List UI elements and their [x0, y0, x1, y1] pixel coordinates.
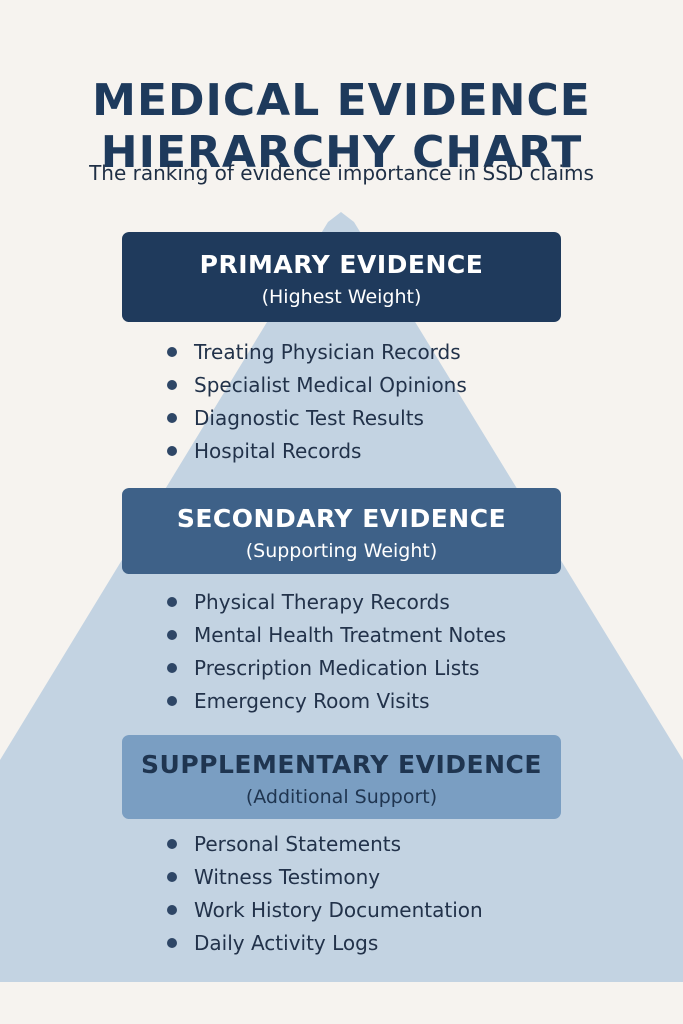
- list-item: Hospital Records: [166, 435, 467, 468]
- list-item-label: Prescription Medication Lists: [194, 656, 480, 680]
- bullet-icon: [167, 597, 177, 607]
- primary-evidence-list: Treating Physician Records Specialist Me…: [166, 336, 467, 468]
- list-item-label: Witness Testimony: [194, 865, 381, 889]
- list-item-label: Physical Therapy Records: [194, 590, 450, 614]
- list-item-label: Specialist Medical Opinions: [194, 373, 467, 397]
- supplementary-evidence-list: Personal Statements Witness Testimony Wo…: [166, 828, 483, 960]
- bullet-icon: [167, 839, 177, 849]
- list-item-label: Mental Health Treatment Notes: [194, 623, 507, 647]
- page-title-line-1: MEDICAL EVIDENCE: [92, 75, 591, 127]
- supplementary-evidence-box: SUPPLEMENTARY EVIDENCE (Additional Suppo…: [122, 735, 561, 819]
- list-item: Work History Documentation: [166, 894, 483, 927]
- bullet-icon: [167, 872, 177, 882]
- list-item: Specialist Medical Opinions: [166, 369, 467, 402]
- list-item: Mental Health Treatment Notes: [166, 619, 506, 652]
- bullet-icon: [167, 905, 177, 915]
- list-item-label: Work History Documentation: [194, 898, 483, 922]
- list-item: Witness Testimony: [166, 861, 483, 894]
- list-item-label: Daily Activity Logs: [194, 931, 379, 955]
- list-item-label: Diagnostic Test Results: [194, 406, 424, 430]
- list-item: Treating Physician Records: [166, 336, 467, 369]
- bullet-icon: [167, 696, 177, 706]
- bullet-icon: [167, 630, 177, 640]
- list-item: Emergency Room Visits: [166, 685, 506, 718]
- page-subtitle: The ranking of evidence importance in SS…: [89, 161, 594, 185]
- list-item: Physical Therapy Records: [166, 586, 506, 619]
- tier-weight: (Supporting Weight): [245, 540, 438, 562]
- list-item: Prescription Medication Lists: [166, 652, 506, 685]
- bullet-icon: [167, 446, 177, 456]
- list-item-label: Treating Physician Records: [194, 340, 461, 364]
- tier-title: PRIMARY EVIDENCE: [199, 250, 484, 279]
- bottom-band: [0, 982, 683, 1024]
- tier-title: SECONDARY EVIDENCE: [176, 504, 507, 533]
- bullet-icon: [167, 663, 177, 673]
- list-item-label: Emergency Room Visits: [194, 689, 430, 713]
- list-item-label: Personal Statements: [194, 832, 402, 856]
- bullet-icon: [167, 413, 177, 423]
- list-item: Daily Activity Logs: [166, 927, 483, 960]
- list-item: Diagnostic Test Results: [166, 402, 467, 435]
- bullet-icon: [167, 347, 177, 357]
- bullet-icon: [167, 938, 177, 948]
- tier-weight: (Additional Support): [245, 786, 438, 808]
- list-item-label: Hospital Records: [194, 439, 362, 463]
- primary-evidence-box: PRIMARY EVIDENCE (Highest Weight): [122, 232, 561, 322]
- page-title-line-2: HIERARCHY CHART: [100, 127, 583, 179]
- secondary-evidence-list: Physical Therapy Records Mental Health T…: [166, 586, 506, 718]
- page-title: MEDICAL EVIDENCE HIERARCHY CHART: [0, 75, 683, 179]
- list-item: Personal Statements: [166, 828, 483, 861]
- bullet-icon: [167, 380, 177, 390]
- tier-weight: (Highest Weight): [261, 286, 422, 308]
- secondary-evidence-box: SECONDARY EVIDENCE (Supporting Weight): [122, 488, 561, 574]
- tier-title: SUPPLEMENTARY EVIDENCE: [141, 750, 542, 779]
